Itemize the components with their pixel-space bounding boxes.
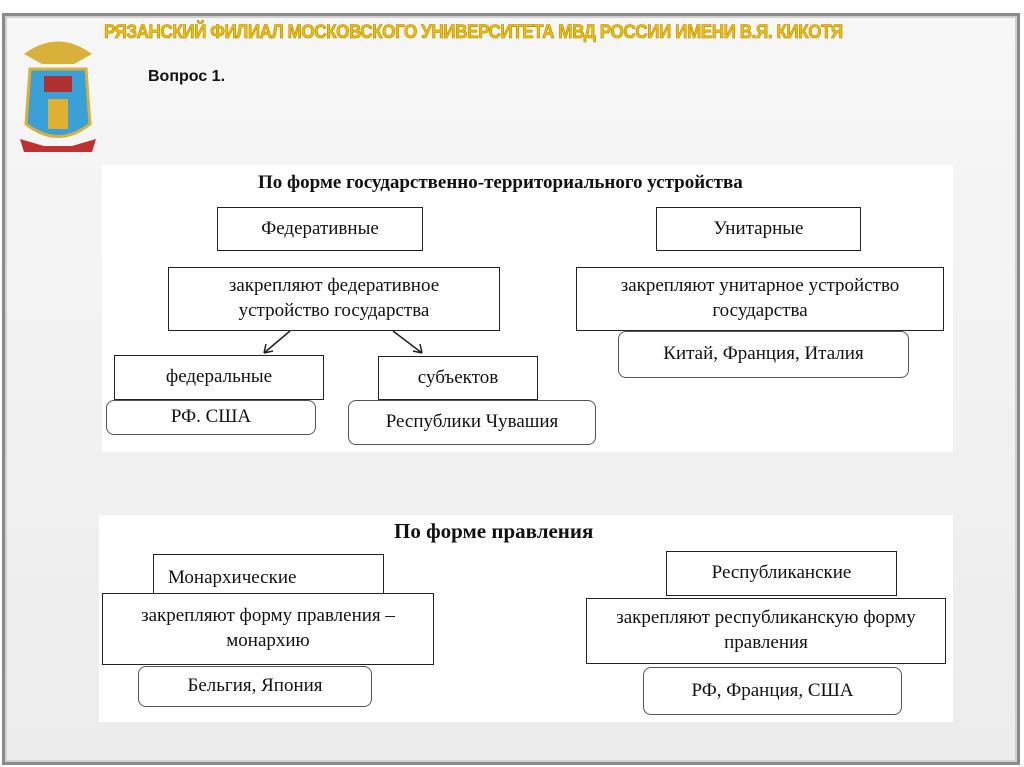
arrow-right	[392, 330, 423, 354]
subjects-box: субъектов	[378, 356, 538, 400]
monarchy-box: Монархические	[153, 554, 384, 594]
republic-box: Республиканские	[666, 551, 897, 596]
monarchy-desc-box: закрепляют форму правления – монархию	[102, 593, 434, 665]
unitary-desc-box: закрепляют унитарное устройство государс…	[576, 267, 944, 331]
unitary-examples-box: Китай, Франция, Италия	[618, 331, 909, 378]
question-heading: Вопрос 1.	[148, 68, 226, 85]
subjects-examples-box: Республики Чувашия	[348, 400, 596, 445]
unitary-box: Унитарные	[656, 207, 861, 251]
republic-examples-box: РФ, Франция, США	[643, 667, 902, 715]
federal-examples-box: РФ. США	[106, 400, 316, 435]
diagram2-title: По форме правления	[394, 519, 594, 543]
monarchy-examples-box: Бельгия, Япония	[138, 666, 372, 707]
federal-box: Федеративные	[217, 207, 423, 251]
arrow-left	[263, 330, 291, 354]
federal-desc-box: закрепляют федеративное устройство госуд…	[168, 267, 500, 331]
federal-level-box: федеральные	[114, 355, 324, 400]
institution-title: РЯЗАНСКИЙ ФИЛИАЛ МОСКОВСКОГО УНИВЕРСИТЕТ…	[104, 22, 844, 44]
diagram1-title: По форме государственно-территориального…	[258, 172, 743, 193]
republic-desc-box: закрепляют республиканскую форму правлен…	[586, 598, 946, 664]
university-emblem-logo	[20, 41, 96, 152]
